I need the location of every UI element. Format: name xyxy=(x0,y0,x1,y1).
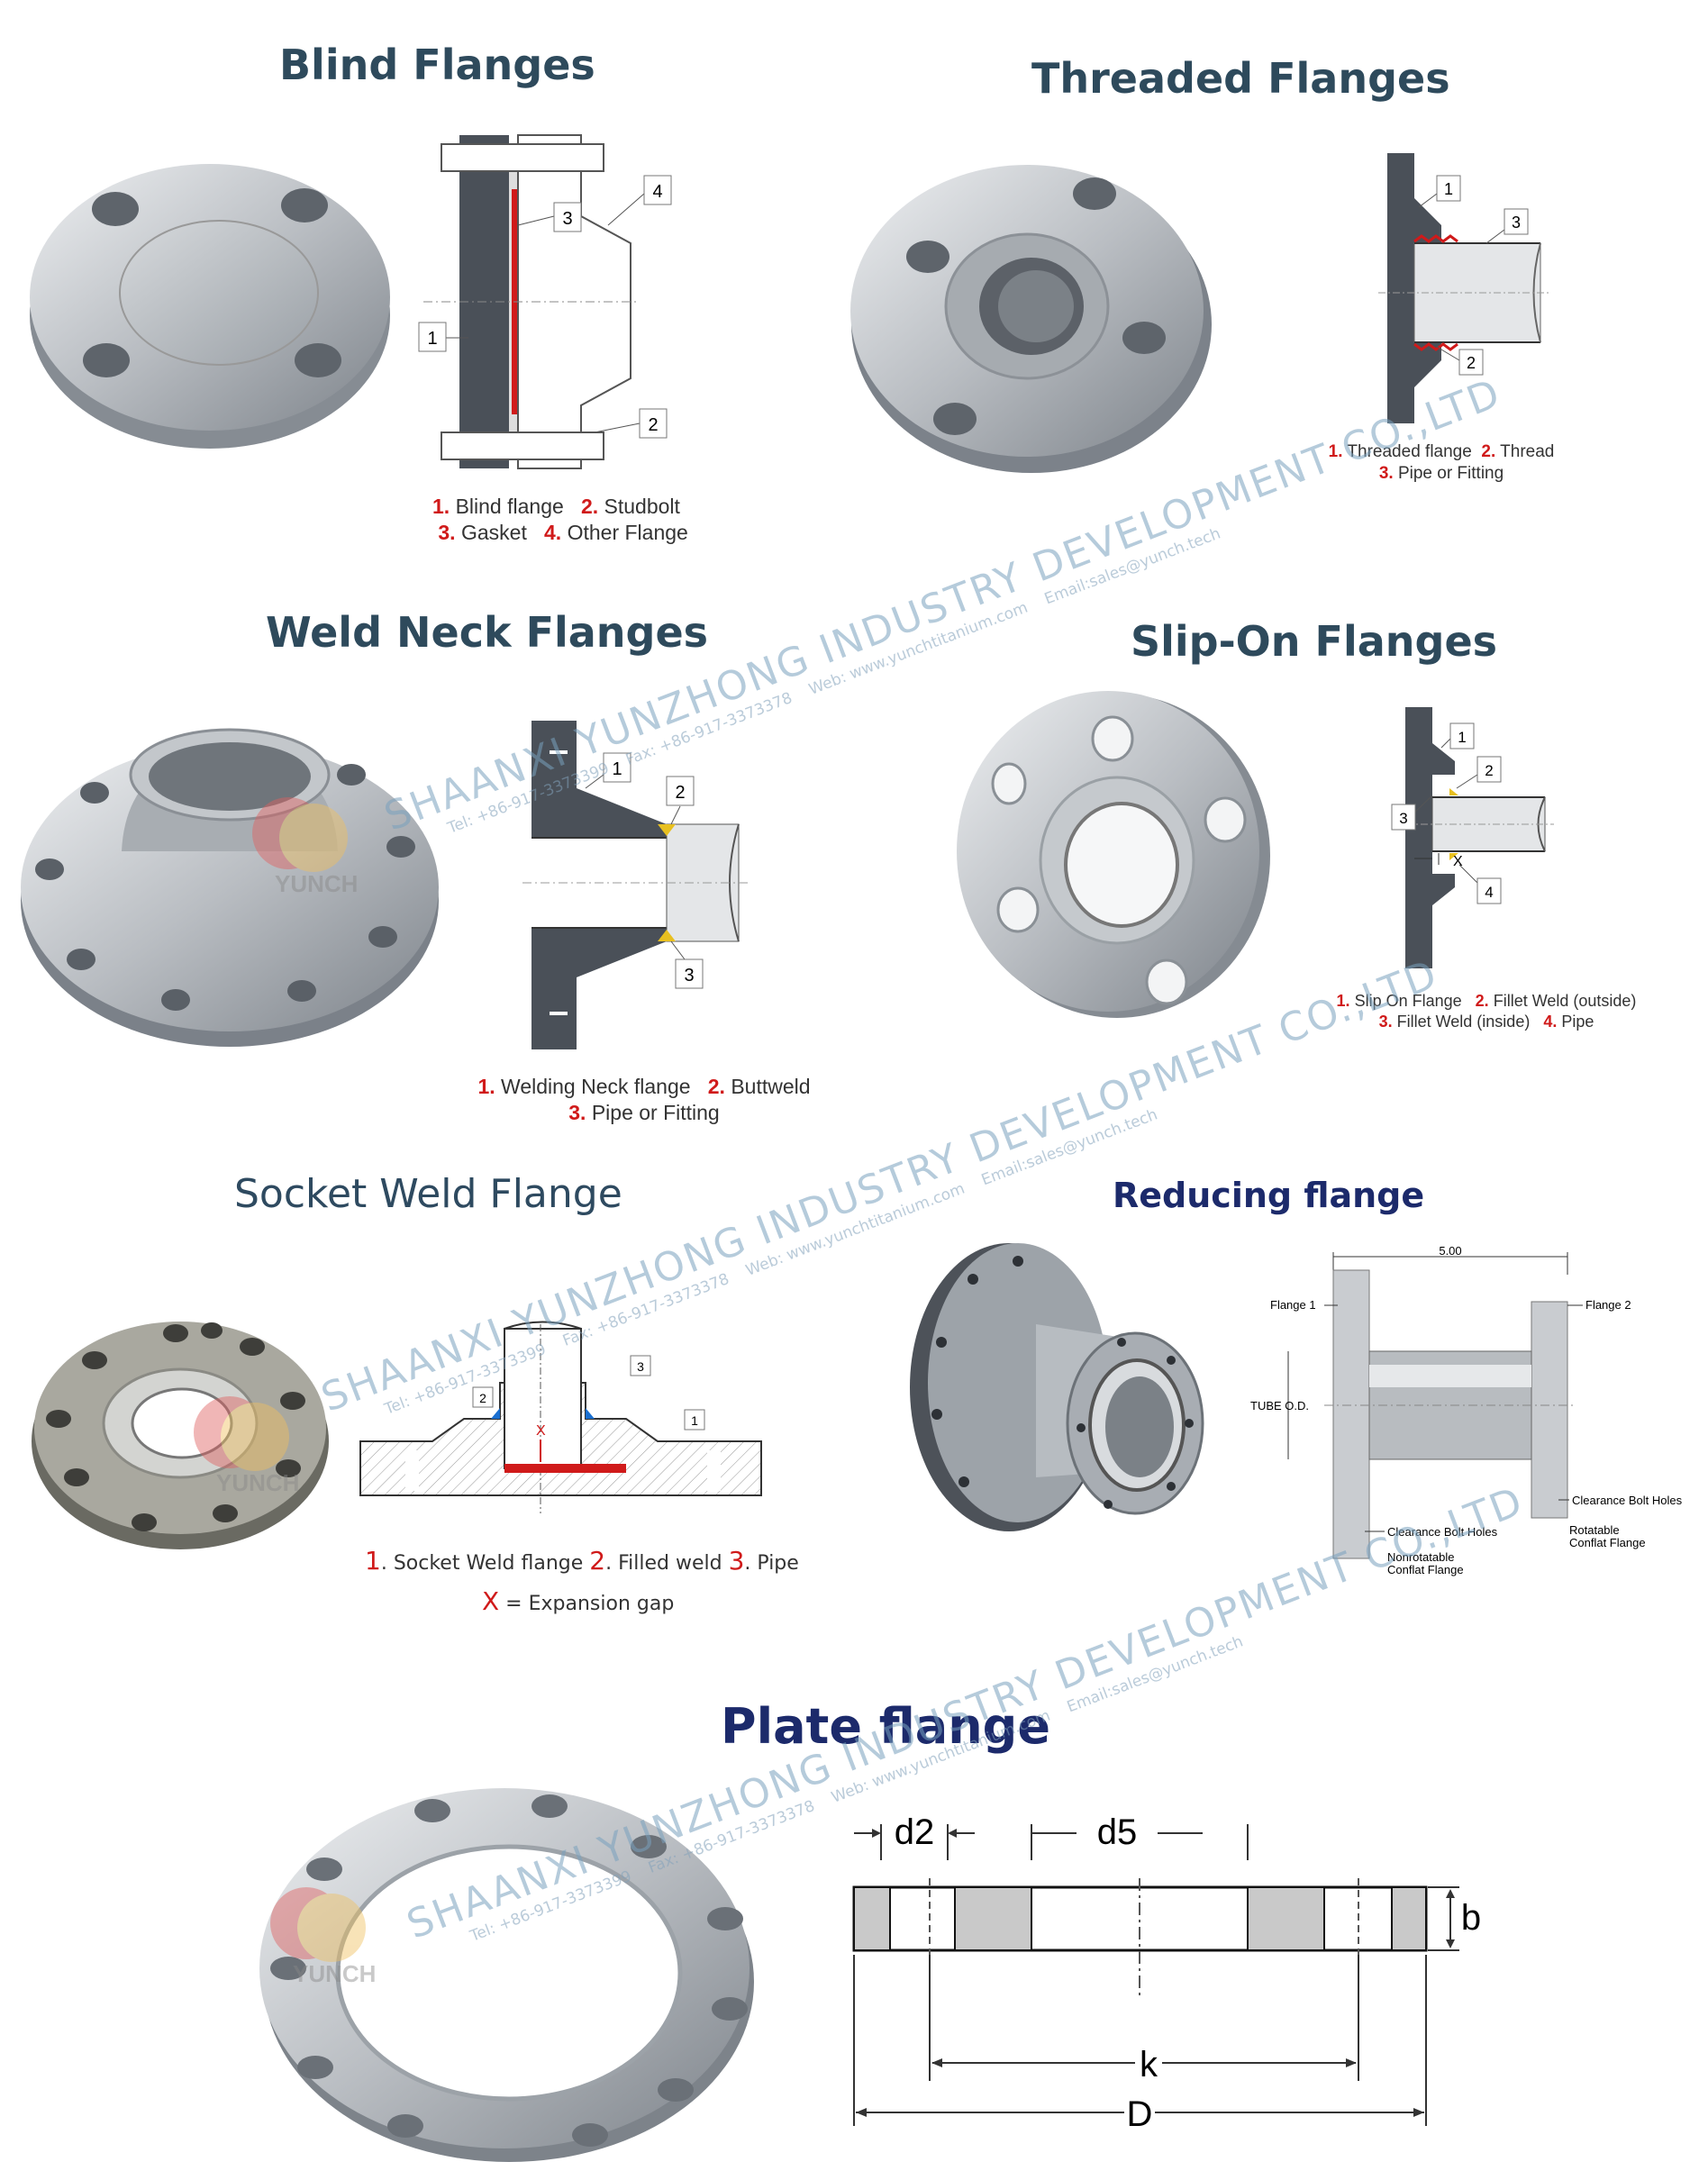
yunch-logo-2: YUNCH xyxy=(194,1396,299,1496)
socket-weld-flange-photo xyxy=(32,1322,329,1549)
svg-text:k: k xyxy=(1140,2045,1158,2085)
svg-text:3: 3 xyxy=(1512,213,1521,232)
svg-text:1: 1 xyxy=(1444,180,1453,198)
svg-text:X: X xyxy=(536,1423,546,1439)
svg-text:X: X xyxy=(1453,854,1463,869)
plate-dim-b: b xyxy=(1428,1886,1481,1951)
svg-text:4: 4 xyxy=(652,182,662,202)
svg-text:Flange 1: Flange 1 xyxy=(1270,1298,1316,1312)
svg-text:Clearance Bolt Holes: Clearance Bolt Holes xyxy=(1387,1525,1498,1539)
yunch-logo-3: YUNCH xyxy=(270,1887,376,1987)
svg-text:b: b xyxy=(1461,1898,1481,1938)
plate-dim-d2: d2 xyxy=(854,1812,975,1860)
slip-on-legend: 1. Slip On Flange 2. Fillet Weld (outsid… xyxy=(1336,992,1637,1031)
svg-text:2: 2 xyxy=(479,1391,486,1405)
svg-text:YUNCH: YUNCH xyxy=(293,1960,376,1987)
threaded-flanges-title: Threaded Flanges xyxy=(1031,54,1450,103)
reducing-flange-title: Reducing flange xyxy=(1113,1176,1425,1215)
svg-text:5.00: 5.00 xyxy=(1439,1244,1461,1258)
socket-weld-flange-diagram: X 2 3 1 xyxy=(359,1321,762,1513)
plate-flange-photo xyxy=(259,1788,754,2162)
socket-callout-2: 2 xyxy=(472,1386,494,1408)
plate-flange-diagram: d2 d5 b k D xyxy=(852,1812,1481,2134)
plate-dim-D: D xyxy=(853,1955,1427,2134)
svg-text:1: 1 xyxy=(427,329,437,349)
svg-text:2: 2 xyxy=(1485,762,1493,779)
blind-flange-diagram: 4 3 1 2 xyxy=(418,134,672,469)
slip-on-callout-4: 4 xyxy=(1458,864,1502,904)
blind-callout-3: 3 xyxy=(517,202,582,232)
svg-text:Flange 2: Flange 2 xyxy=(1585,1298,1631,1312)
plate-dim-k: k xyxy=(929,1955,1359,2085)
svg-text:1: 1 xyxy=(1458,729,1466,746)
svg-text:4: 4 xyxy=(1485,884,1493,901)
weld-neck-callout-2: 2 xyxy=(666,776,695,825)
blind-callout-2: 2 xyxy=(594,408,668,439)
svg-text:d2: d2 xyxy=(895,1812,935,1852)
svg-text:YUNCH: YUNCH xyxy=(216,1469,299,1496)
svg-text:2: 2 xyxy=(648,415,658,435)
svg-text:TUBE O.D.: TUBE O.D. xyxy=(1250,1399,1309,1412)
reducing-flange-diagram: 5.00 TUBE O.D. Flange 1 Flange 2 Clearan… xyxy=(1250,1244,1683,1576)
socket-weld-legend: 1. Socket Weld flange 2. Filled weld 3. … xyxy=(365,1546,799,1616)
svg-text:Rotatable: Rotatable xyxy=(1569,1523,1620,1537)
threaded-flange-diagram: 1 3 2 xyxy=(1378,153,1549,423)
svg-text:1: 1 xyxy=(612,759,622,779)
svg-text:D: D xyxy=(1127,2094,1153,2134)
socket-callout-3: 3 xyxy=(630,1355,651,1376)
svg-text:1: 1 xyxy=(691,1413,698,1428)
blind-flange-photo xyxy=(30,164,390,449)
blind-flanges-title: Blind Flanges xyxy=(279,41,595,89)
weld-neck-legend: 1. Welding Neck flange 2. Buttweld 3. Pi… xyxy=(477,1075,811,1124)
blind-callout-1: 1 xyxy=(418,322,468,352)
reducing-flange-photo xyxy=(910,1243,1204,1531)
svg-text:Conflat Flange: Conflat Flange xyxy=(1387,1563,1464,1576)
blind-legend: 1. Blind flange 2. Studbolt 3. Gasket 4.… xyxy=(432,495,688,544)
svg-text:Conflat Flange: Conflat Flange xyxy=(1569,1536,1646,1549)
threaded-flange-photo xyxy=(850,165,1212,473)
threaded-callout-1: 1 xyxy=(1418,175,1461,208)
slip-on-callout-1: 1 xyxy=(1440,722,1475,749)
svg-text:Clearance Bolt Holes: Clearance Bolt Holes xyxy=(1572,1494,1683,1507)
blind-callout-4: 4 xyxy=(607,175,672,226)
weld-neck-callout-3: 3 xyxy=(670,940,704,989)
weld-neck-flange-photo xyxy=(21,728,439,1047)
slip-on-flange-diagram: X 1 2 3 4 xyxy=(1391,707,1554,968)
plate-flange-title: Plate flange xyxy=(721,1698,1050,1755)
slip-on-callout-2: 2 xyxy=(1456,756,1502,789)
weld-neck-flange-diagram: 1 2 3 xyxy=(522,721,748,1049)
svg-text:2: 2 xyxy=(675,783,685,803)
weld-neck-callout-1: 1 xyxy=(585,752,631,789)
slip-on-callout-3: 3 xyxy=(1391,795,1433,831)
svg-text:YUNCH: YUNCH xyxy=(275,870,358,897)
threaded-callout-2: 2 xyxy=(1436,346,1484,376)
svg-text:3: 3 xyxy=(1399,810,1407,827)
threaded-legend: 1. Threaded flange 2. Thread 3. Pipe or … xyxy=(1328,442,1555,483)
svg-text:Nonrotatable: Nonrotatable xyxy=(1387,1550,1454,1564)
svg-text:3: 3 xyxy=(562,209,572,229)
svg-text:3: 3 xyxy=(637,1359,644,1374)
svg-text:3: 3 xyxy=(684,966,694,986)
weld-neck-flanges-title: Weld Neck Flanges xyxy=(266,608,709,657)
slip-on-flange-photo xyxy=(957,691,1270,1018)
plate-dim-d5: d5 xyxy=(1031,1812,1249,1860)
socket-weld-flange-title: Socket Weld Flange xyxy=(234,1171,622,1217)
yunch-logo-1: YUNCH xyxy=(252,797,358,897)
threaded-callout-3: 3 xyxy=(1485,208,1529,244)
svg-text:d5: d5 xyxy=(1097,1812,1138,1852)
socket-callout-1: 1 xyxy=(684,1409,705,1431)
slip-on-flanges-title: Slip-On Flanges xyxy=(1131,617,1498,666)
svg-text:2: 2 xyxy=(1467,354,1476,372)
